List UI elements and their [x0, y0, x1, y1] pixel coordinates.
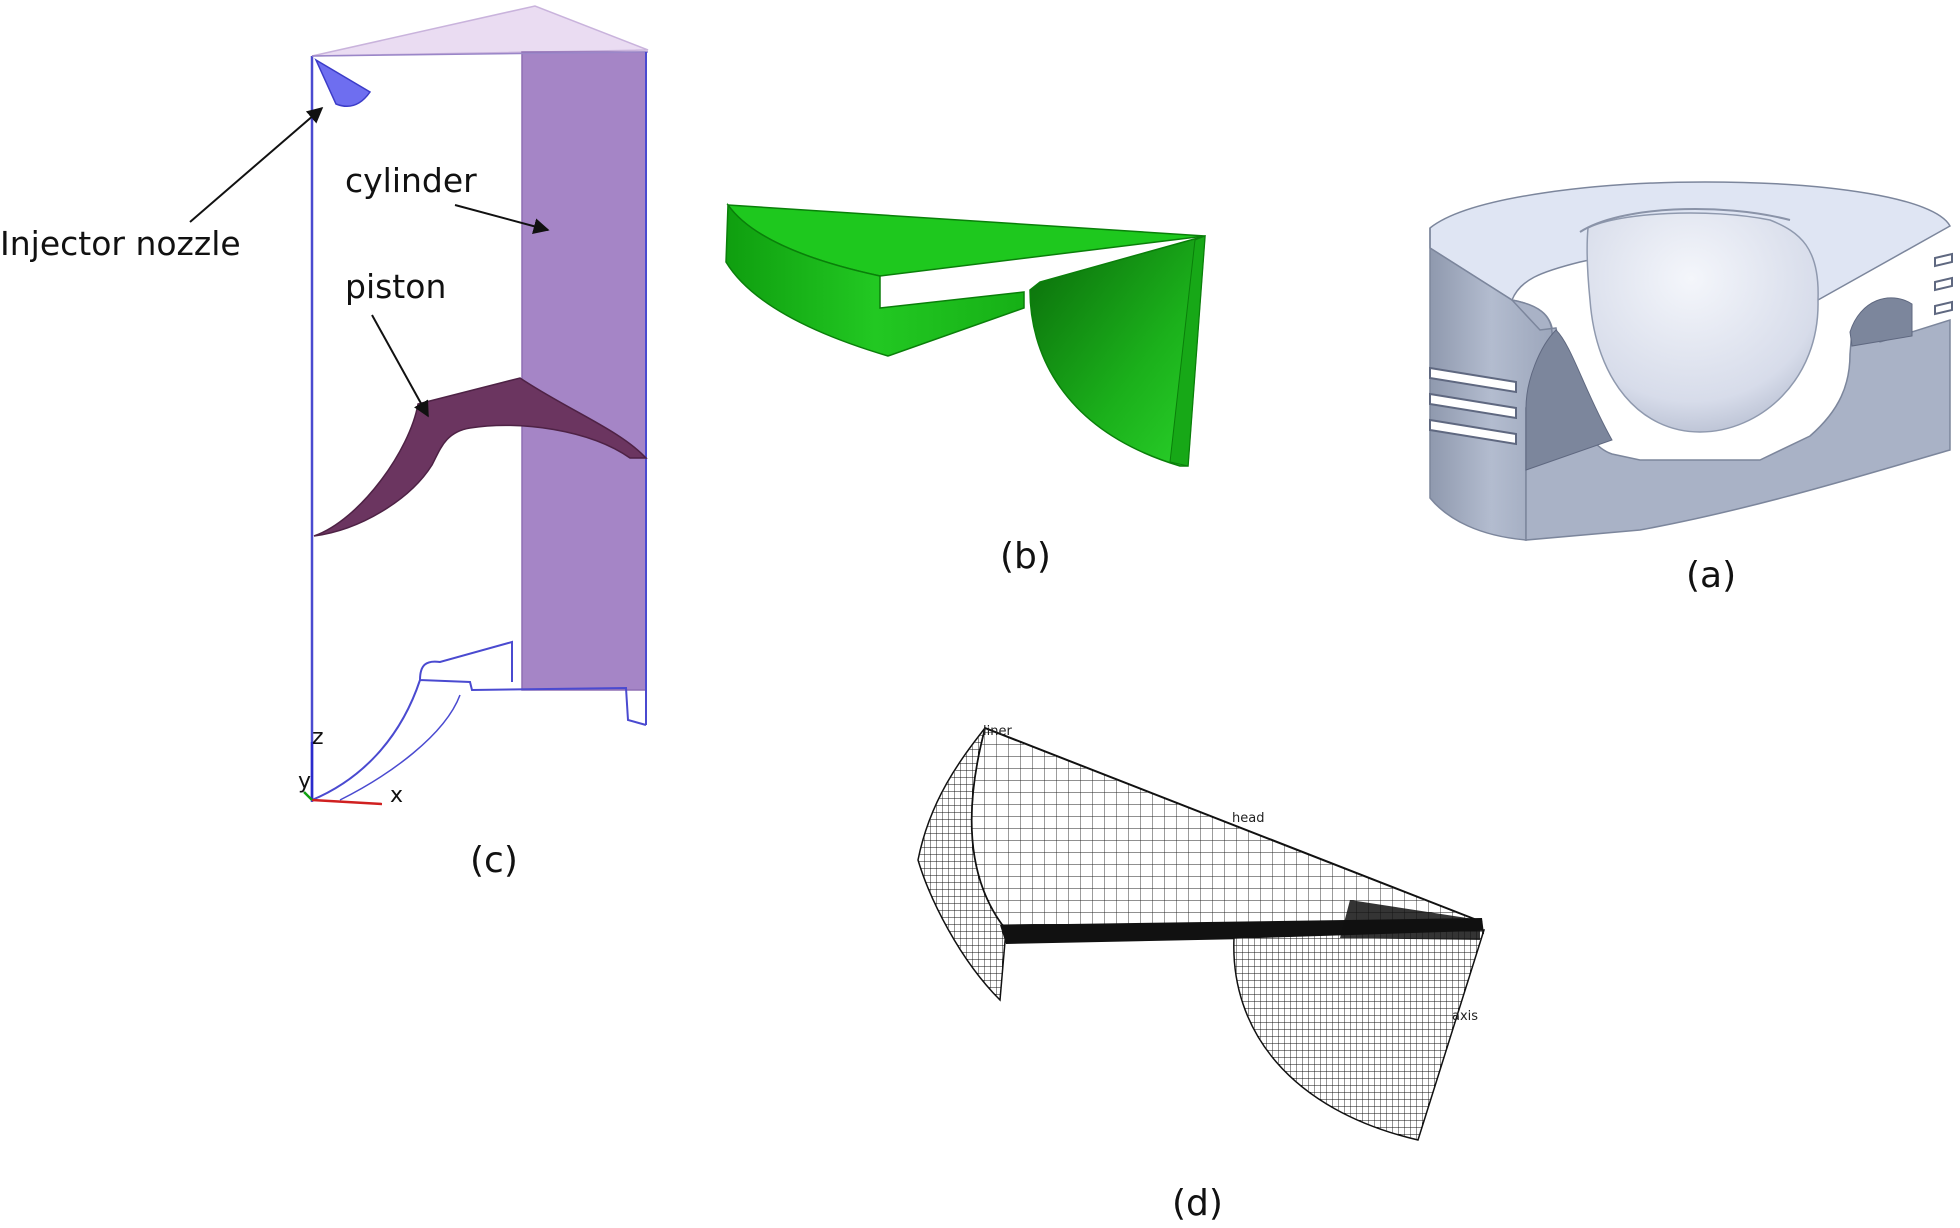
panel-b: (b)	[725, 202, 1206, 577]
caption-d: (d)	[1172, 1183, 1223, 1224]
mesh-left-lobe	[917, 727, 1007, 1002]
axis-z-label: z	[312, 725, 324, 750]
sector-bowl-curve	[1029, 234, 1206, 467]
ring-grooves	[1429, 252, 1953, 446]
axis-x-label: x	[390, 783, 403, 808]
cylinder-label: cylinder	[345, 161, 477, 200]
caption-a: (a)	[1686, 555, 1736, 596]
piston-bowl	[1586, 212, 1819, 433]
mesh-focus	[1340, 900, 1480, 940]
cylinder-wall	[521, 51, 647, 691]
cylinder-top-face	[311, 5, 649, 57]
caption-b: (b)	[1000, 536, 1051, 577]
caption-c: (c)	[470, 840, 518, 881]
undercut-left	[1525, 329, 1613, 471]
mesh-label-head: head	[1232, 811, 1264, 826]
undercut-right	[1849, 297, 1913, 347]
coordinate-axes: z y x	[298, 725, 403, 808]
injector-nozzle	[314, 58, 372, 107]
injector-arrow	[189, 106, 324, 223]
sector-right-face	[1169, 235, 1206, 467]
piston-outline-inner	[339, 694, 461, 801]
injector-nozzle-label: Injector nozzle	[0, 224, 241, 263]
cylinder-arrow	[454, 204, 550, 234]
panel-c: z y x Injector nozzle cylinder piston (c…	[0, 5, 649, 881]
mesh-label-axis: axis	[1452, 1009, 1478, 1024]
piston-outline-bottom	[311, 640, 647, 801]
mesh-top-surface	[970, 726, 1483, 932]
axis-y-label: y	[298, 769, 311, 794]
bowl-rim	[1579, 207, 1791, 233]
piston-arrow	[371, 314, 429, 418]
mesh-bowl	[1233, 929, 1486, 1141]
panel-a: (a)	[1429, 181, 1953, 596]
panel-d: liner head axis (d)	[917, 724, 1486, 1224]
piston-label: piston	[345, 267, 446, 306]
mesh-label-liner: liner	[983, 724, 1012, 739]
domain-top-edge	[311, 51, 649, 57]
piston-surface	[313, 377, 648, 537]
sector-front-left	[725, 202, 1025, 357]
